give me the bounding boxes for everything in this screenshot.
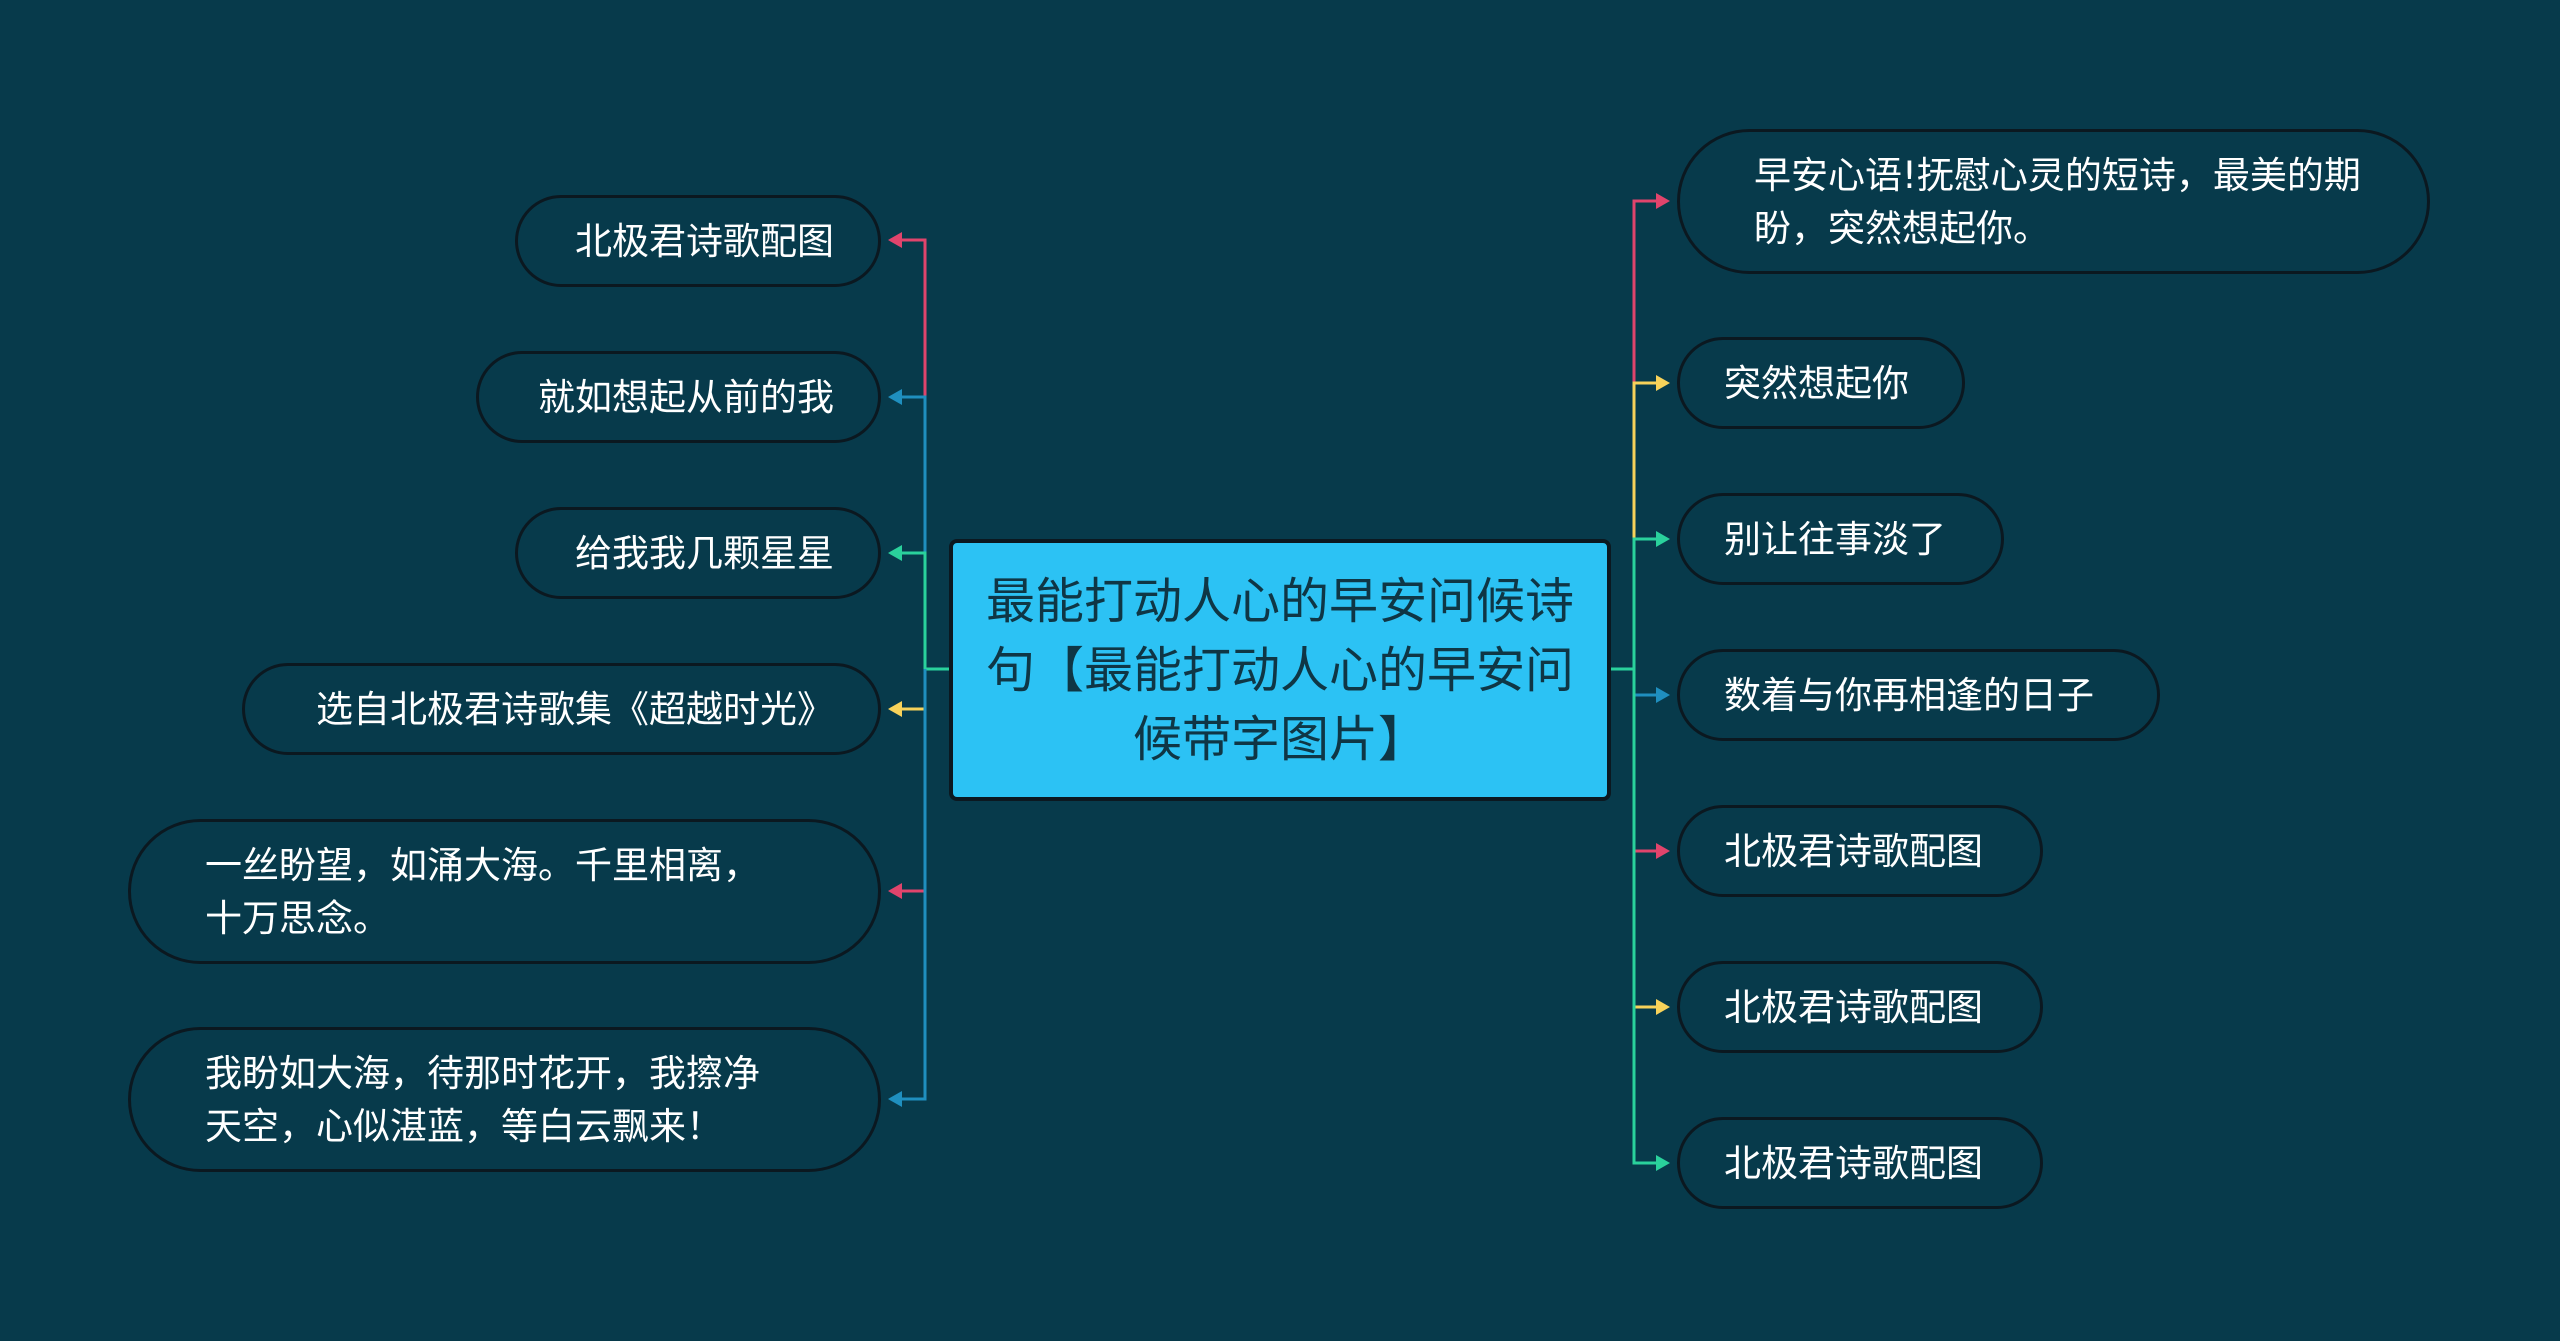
left-arrow-1	[888, 232, 902, 248]
left-node-2-text: 就如想起从前的我	[538, 375, 834, 419]
left-connector-5	[900, 669, 927, 893]
right-node-7-text: 北极君诗歌配图	[1724, 1141, 1983, 1185]
left-node-3-text: 给我我几颗星星	[575, 531, 834, 575]
right-connector-6	[1632, 669, 1658, 1009]
right-node-5[interactable]: 北极君诗歌配图	[1677, 805, 2043, 897]
right-arrow-7	[1656, 1155, 1670, 1171]
right-connector-4	[1632, 669, 1658, 697]
right-connector-1	[1632, 199, 1658, 669]
left-node-6-text: 我盼如大海，待那时花开，我擦净天空，心似湛蓝，等白云飘来！	[205, 1051, 760, 1148]
left-node-3[interactable]: 给我我几颗星星	[515, 507, 881, 599]
right-node-7[interactable]: 北极君诗歌配图	[1677, 1117, 2043, 1209]
right-connector-2	[1632, 381, 1658, 669]
left-node-1-text: 北极君诗歌配图	[575, 219, 834, 263]
left-connector-6	[900, 669, 927, 1101]
left-node-5-text: 一丝盼望，如涌大海。千里相离，十万思念。	[205, 843, 760, 940]
right-node-4-text: 数着与你再相逢的日子	[1724, 673, 2094, 717]
right-node-2[interactable]: 突然想起你	[1677, 337, 1965, 429]
left-node-6[interactable]: 我盼如大海，待那时花开，我擦净天空，心似湛蓝，等白云飘来！	[128, 1027, 881, 1172]
left-arrow-4	[888, 701, 902, 717]
left-arrow-3	[888, 545, 902, 561]
left-connector-4	[900, 669, 927, 711]
right-arrow-4	[1656, 687, 1670, 703]
left-node-4[interactable]: 选自北极君诗歌集《超越时光》	[242, 663, 881, 755]
left-connector-1	[900, 238, 927, 669]
left-node-2[interactable]: 就如想起从前的我	[476, 351, 881, 443]
central-topic-text: 最能打动人心的早安问候诗句【最能打动人心的早安问候带字图片】	[985, 572, 1574, 768]
left-arrow-6	[888, 1091, 902, 1107]
right-node-6[interactable]: 北极君诗歌配图	[1677, 961, 2043, 1053]
right-node-2-text: 突然想起你	[1724, 361, 1909, 405]
left-node-5[interactable]: 一丝盼望，如涌大海。千里相离，十万思念。	[128, 819, 881, 964]
left-node-4-text: 选自北极君诗歌集《超越时光》	[316, 687, 834, 731]
right-arrow-3	[1656, 531, 1670, 547]
right-node-3[interactable]: 别让往事淡了	[1677, 493, 2004, 585]
right-node-4[interactable]: 数着与你再相逢的日子	[1677, 649, 2160, 741]
left-connector-3	[900, 551, 927, 669]
right-node-1[interactable]: 早安心语!抚慰心灵的短诗，最美的期盼，突然想起你。	[1677, 129, 2430, 274]
left-connector-2	[900, 395, 927, 669]
right-arrow-6	[1656, 999, 1670, 1015]
right-node-1-text: 早安心语!抚慰心灵的短诗，最美的期盼，突然想起你。	[1754, 153, 2361, 250]
left-arrow-5	[888, 883, 902, 899]
right-connector-7	[1632, 669, 1658, 1165]
right-arrow-2	[1656, 375, 1670, 391]
right-arrow-1	[1656, 193, 1670, 209]
left-arrow-2	[888, 389, 902, 405]
right-node-5-text: 北极君诗歌配图	[1724, 829, 1983, 873]
right-arrow-5	[1656, 843, 1670, 859]
left-node-1[interactable]: 北极君诗歌配图	[515, 195, 881, 287]
central-topic[interactable]: 最能打动人心的早安问候诗句【最能打动人心的早安问候带字图片】	[949, 539, 1611, 801]
right-node-6-text: 北极君诗歌配图	[1724, 985, 1983, 1029]
right-node-3-text: 别让往事淡了	[1724, 517, 1946, 561]
right-connector-3	[1632, 537, 1658, 669]
